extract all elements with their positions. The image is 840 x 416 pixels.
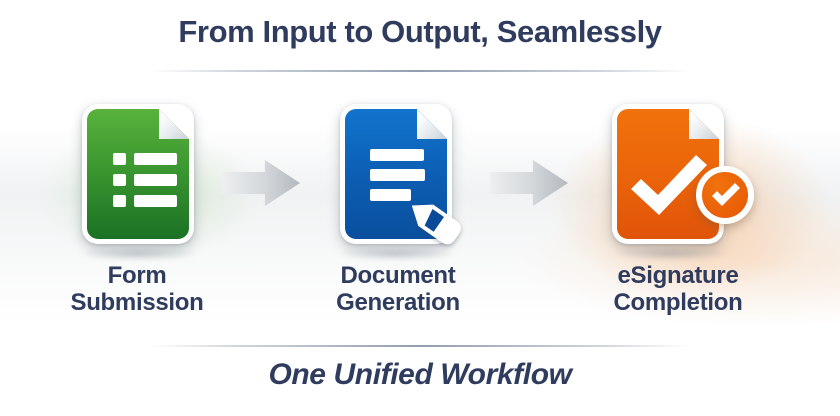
text-bar xyxy=(370,189,411,201)
top-divider xyxy=(150,70,690,72)
label-line: Completion xyxy=(613,289,743,316)
footer-title: One Unified Workflow xyxy=(268,358,572,391)
label-line: Document xyxy=(340,262,456,289)
folded-corner-icon xyxy=(417,109,447,139)
page-title: From Input to Output, Seamlessly xyxy=(178,14,662,49)
green-form-list-icon xyxy=(87,109,189,239)
list-line xyxy=(113,153,177,165)
folded-corner-icon xyxy=(689,109,719,139)
list-bullet xyxy=(113,153,126,165)
document-generation-label: Document Generation xyxy=(293,262,503,316)
label-line: Form xyxy=(107,262,167,289)
document-generation-card xyxy=(340,104,461,245)
form-submission-card xyxy=(82,104,194,244)
right-arrow-icon xyxy=(222,160,300,206)
badge-checkmark-icon xyxy=(712,183,740,206)
list-bar xyxy=(134,195,177,207)
label-line: Generation xyxy=(336,289,460,316)
esignature-completion-label: eSignature Completion xyxy=(573,262,783,316)
document-text-lines xyxy=(370,149,425,201)
folded-corner-icon xyxy=(159,109,189,139)
form-list-lines xyxy=(113,153,177,207)
checkmark-icon xyxy=(625,153,713,219)
list-line xyxy=(113,174,177,186)
list-bar xyxy=(134,153,177,165)
text-bar xyxy=(370,149,424,161)
text-bar xyxy=(370,169,425,181)
verified-badge-icon xyxy=(696,166,754,224)
esignature-completion-card xyxy=(612,104,754,244)
label-line: eSignature xyxy=(617,262,739,289)
list-bullet xyxy=(113,174,126,186)
form-submission-label: Form Submission xyxy=(32,262,242,316)
orange-check-document-icon xyxy=(617,109,719,239)
list-line xyxy=(113,195,177,207)
list-bar xyxy=(134,174,177,186)
card-shadow xyxy=(330,246,462,261)
right-arrow-icon xyxy=(490,160,568,206)
pen-icon xyxy=(411,204,461,245)
label-line: Submission xyxy=(70,289,204,316)
card-shadow xyxy=(72,246,204,261)
card-shadow xyxy=(606,246,738,261)
bottom-divider xyxy=(150,345,690,347)
list-bullet xyxy=(113,195,126,207)
